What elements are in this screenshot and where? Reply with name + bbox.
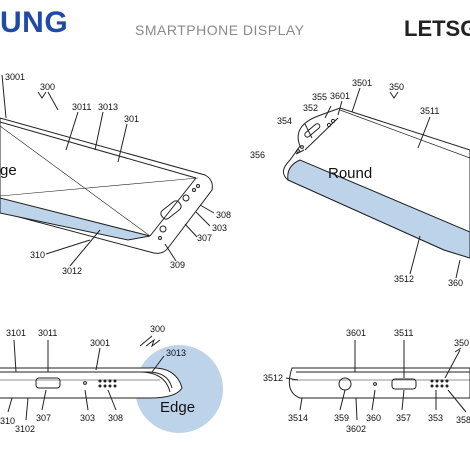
- brand-logo-right: LETSG: [404, 16, 470, 41]
- ref-3514: 3514: [288, 413, 308, 423]
- ref-352: 352: [303, 103, 318, 113]
- ref-307-b: 307: [36, 413, 51, 423]
- ref-3001: 3001: [5, 72, 25, 82]
- ref-360-b: 360: [366, 413, 381, 423]
- ref-301: 301: [124, 114, 139, 124]
- ref-308: 308: [216, 210, 231, 220]
- ref-300-b: 300: [150, 324, 165, 334]
- ref-3512: 3512: [394, 274, 414, 284]
- round-side-drawing: [285, 340, 470, 421]
- ref-3601: 3601: [330, 91, 350, 101]
- ref-3512-b: 3512: [263, 373, 283, 383]
- round-label: Round: [328, 165, 372, 182]
- ref-310: 310: [30, 250, 45, 260]
- ref-309: 309: [170, 260, 185, 270]
- ref-350: 350: [389, 82, 404, 92]
- ref-358: 358: [456, 415, 470, 425]
- edge-label-top: ge: [0, 162, 17, 179]
- ref-3601-b: 3601: [346, 328, 366, 338]
- ref-3012: 3012: [62, 266, 82, 276]
- ref-308-b: 308: [108, 413, 123, 423]
- edge-label-bottom: Edge: [160, 399, 195, 416]
- ref-3102: 3102: [15, 424, 35, 434]
- ref-355: 355: [312, 92, 327, 102]
- ref-3511-b: 3511: [394, 328, 413, 338]
- ref-3013: 3013: [98, 102, 118, 112]
- brand-logo-left: UNG: [0, 6, 69, 39]
- ref-3011: 3011: [72, 102, 91, 112]
- ref-303-b: 303: [80, 413, 95, 423]
- ref-359: 359: [334, 413, 349, 423]
- round-phone-drawing: [283, 87, 470, 279]
- ref-354: 354: [277, 116, 292, 126]
- ref-3602: 3602: [346, 424, 366, 434]
- ref-3013-b: 3013: [166, 348, 186, 358]
- ref-303: 303: [212, 223, 227, 233]
- ref-350-b: 350: [454, 338, 469, 348]
- ref-357: 357: [396, 413, 411, 423]
- ref-310-b: 310: [0, 416, 15, 426]
- ref-307: 307: [197, 233, 212, 243]
- ref-300: 300: [40, 82, 55, 92]
- page-subtitle: SMARTPHONE DISPLAY: [135, 22, 305, 38]
- ref-3501: 3501: [352, 78, 372, 88]
- ref-353: 353: [428, 413, 443, 423]
- ref-3101: 3101: [6, 328, 26, 338]
- ref-360: 360: [448, 278, 463, 288]
- ref-356: 356: [250, 150, 265, 160]
- ref-3511: 3511: [420, 106, 439, 116]
- edge-side-drawing: [0, 335, 223, 433]
- edge-phone-drawing: [0, 74, 215, 267]
- ref-3001-b: 3001: [90, 338, 110, 348]
- ref-3011-b: 3011: [38, 328, 57, 338]
